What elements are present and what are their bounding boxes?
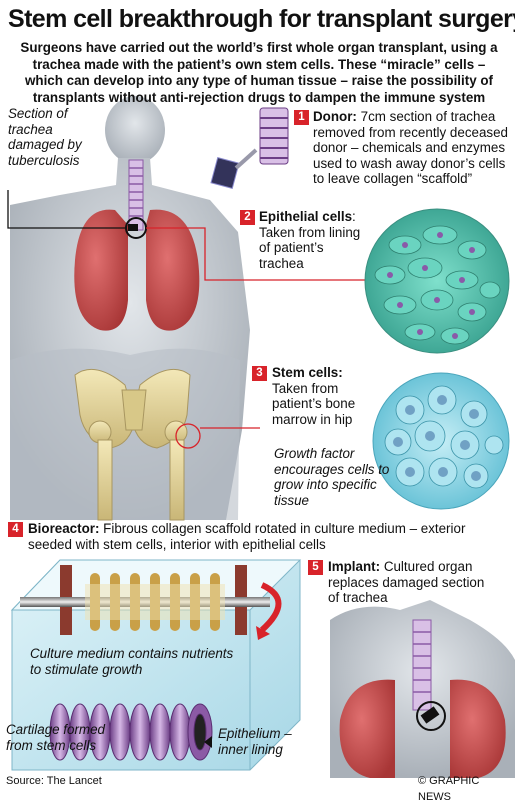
graphic-news-credit: © GRAPHIC NEWS	[418, 775, 480, 803]
step-4-text: Bioreactor: Fibrous collagen scaffold ro…	[28, 521, 508, 552]
step-1-heading: Donor:	[313, 109, 357, 124]
trachea-body	[125, 159, 147, 239]
connector-lines	[7, 190, 366, 429]
pelvis	[74, 368, 201, 521]
step-3-badge: 3	[252, 366, 267, 381]
step-5-heading: Implant:	[328, 559, 381, 574]
step-5-body: Cultured organ replaces damaged section …	[328, 559, 485, 606]
growth-factor-note: Growth factor encourages cells to grow i…	[274, 446, 390, 508]
step-3-text: Stem cells: Taken from patient’s bone ma…	[272, 365, 372, 427]
step-1-text: Donor: 7cm section of trachea removed fr…	[313, 109, 513, 187]
callout-damaged-trachea: Section of trachea damaged by tuberculos…	[8, 106, 82, 168]
donor-trachea-image	[210, 107, 289, 190]
step-3-body: Taken from patient’s bone marrow in hip	[272, 380, 356, 427]
step-4-heading: Bioreactor:	[28, 521, 100, 536]
stem-cells-disk	[372, 372, 510, 510]
step-3-heading: Stem cells:	[272, 365, 343, 380]
source-credit: Source: The Lancet	[6, 775, 102, 787]
step-4-body: Fibrous collagen scaffold rotated in cul…	[28, 521, 466, 552]
step-5-text: Implant: Cultured organ replaces damaged…	[328, 559, 498, 606]
page-subtitle: Surgeons have carried out the world’s fi…	[20, 40, 498, 105]
cartilage-label: Cartilage formed from stem cells	[6, 722, 105, 753]
lungs	[74, 209, 200, 331]
step-1-body: 7cm section of trachea removed from rece…	[313, 109, 509, 187]
culture-medium-note: Culture medium contains nutrients to sti…	[30, 646, 234, 677]
step-2-heading: Epithelial cells	[259, 209, 353, 224]
step-4-badge: 4	[8, 522, 23, 537]
epithelium-label: Epithelium – inner lining	[218, 726, 292, 757]
step-2-colon: :	[352, 209, 356, 224]
implant-body	[330, 600, 515, 778]
step-1-badge: 1	[294, 110, 309, 125]
step-5-badge: 5	[308, 560, 323, 575]
cultured-trachea	[49, 703, 213, 761]
step-2-text: Epithelial cells: Taken from lining of p…	[259, 209, 369, 271]
step-2-body: Taken from lining of patient’s trachea	[259, 224, 361, 271]
epithelial-cells-disk	[364, 208, 510, 354]
page-title: Stem cell breakthrough for transplant su…	[8, 5, 515, 33]
step-2-badge: 2	[240, 210, 255, 225]
